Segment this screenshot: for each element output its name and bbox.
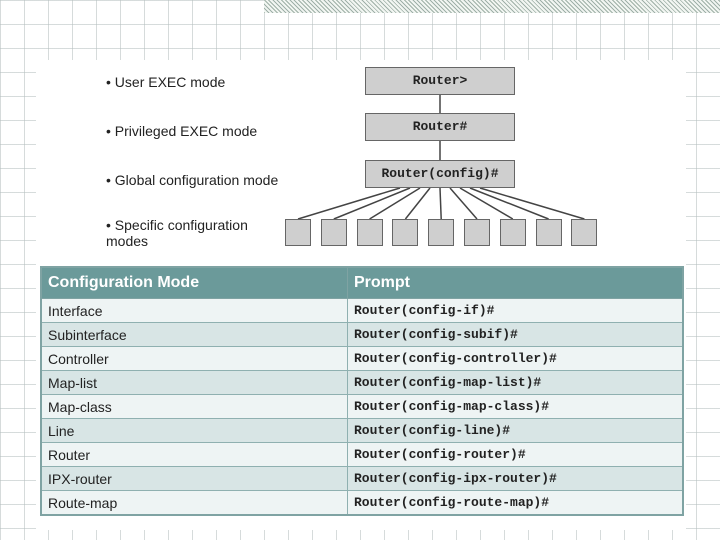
specific-mode-box bbox=[428, 219, 455, 246]
prompt-cell: Router(config-router)# bbox=[347, 442, 684, 467]
node-user-exec-prompt: Router> bbox=[365, 67, 515, 95]
fan-connector-line bbox=[459, 187, 514, 220]
bullet-privileged-exec: • Privileged EXEC mode bbox=[106, 123, 258, 139]
specific-mode-box bbox=[571, 219, 598, 246]
fan-connector-line bbox=[449, 187, 478, 220]
prompt-cell: Router(config-if)# bbox=[347, 298, 684, 323]
fan-connector-line bbox=[333, 187, 411, 220]
mode-cell: Interface bbox=[40, 298, 348, 323]
mode-cell: Controller bbox=[40, 346, 348, 371]
header-prompt: Prompt bbox=[347, 266, 684, 299]
specific-mode-box bbox=[356, 219, 383, 246]
mode-cell: Line bbox=[40, 418, 348, 443]
fan-connector-line bbox=[479, 187, 585, 220]
prompt-cell: Router(config-map-list)# bbox=[347, 370, 684, 395]
table-header-row: Configuration Mode Prompt bbox=[40, 266, 684, 299]
bullet-user-exec: • User EXEC mode bbox=[106, 74, 226, 90]
prompt-cell: Router(config-controller)# bbox=[347, 346, 684, 371]
connector-fan bbox=[297, 187, 585, 220]
specific-mode-box bbox=[392, 219, 419, 246]
top-decorative-band bbox=[264, 0, 720, 13]
specific-mode-box bbox=[285, 219, 311, 246]
bullet-specific-config: • Specific configuration modes bbox=[106, 217, 248, 249]
fan-connector-line bbox=[469, 187, 549, 220]
specific-mode-box bbox=[535, 219, 562, 246]
prompt-cell: Router(config-ipx-router)# bbox=[347, 466, 684, 491]
specific-mode-box bbox=[464, 219, 490, 246]
mode-cell: IPX-router bbox=[40, 466, 348, 491]
node-privileged-exec-prompt: Router# bbox=[365, 113, 515, 141]
header-configuration-mode: Configuration Mode bbox=[40, 266, 348, 299]
prompt-cell: Router(config-line)# bbox=[347, 418, 684, 443]
fan-connector-line bbox=[369, 187, 421, 220]
fan-connector-line bbox=[404, 187, 431, 220]
bullet-global-config: • Global configuration mode bbox=[106, 172, 279, 188]
prompt-cell: Router(config-route-map)# bbox=[347, 490, 684, 516]
fan-connector-line bbox=[297, 187, 401, 220]
mode-cell: Router bbox=[40, 442, 348, 467]
specific-mode-box bbox=[499, 219, 526, 246]
fan-connector-line bbox=[439, 187, 442, 220]
mode-cell: Subinterface bbox=[40, 322, 348, 347]
prompt-cell: Router(config-map-class)# bbox=[347, 394, 684, 419]
prompt-cell: Router(config-subif)# bbox=[347, 322, 684, 347]
mode-cell: Map-class bbox=[40, 394, 348, 419]
mode-cell: Route-map bbox=[40, 490, 348, 516]
node-global-config-prompt: Router(config)# bbox=[365, 160, 515, 188]
mode-cell: Map-list bbox=[40, 370, 348, 395]
specific-mode-box bbox=[320, 219, 347, 246]
